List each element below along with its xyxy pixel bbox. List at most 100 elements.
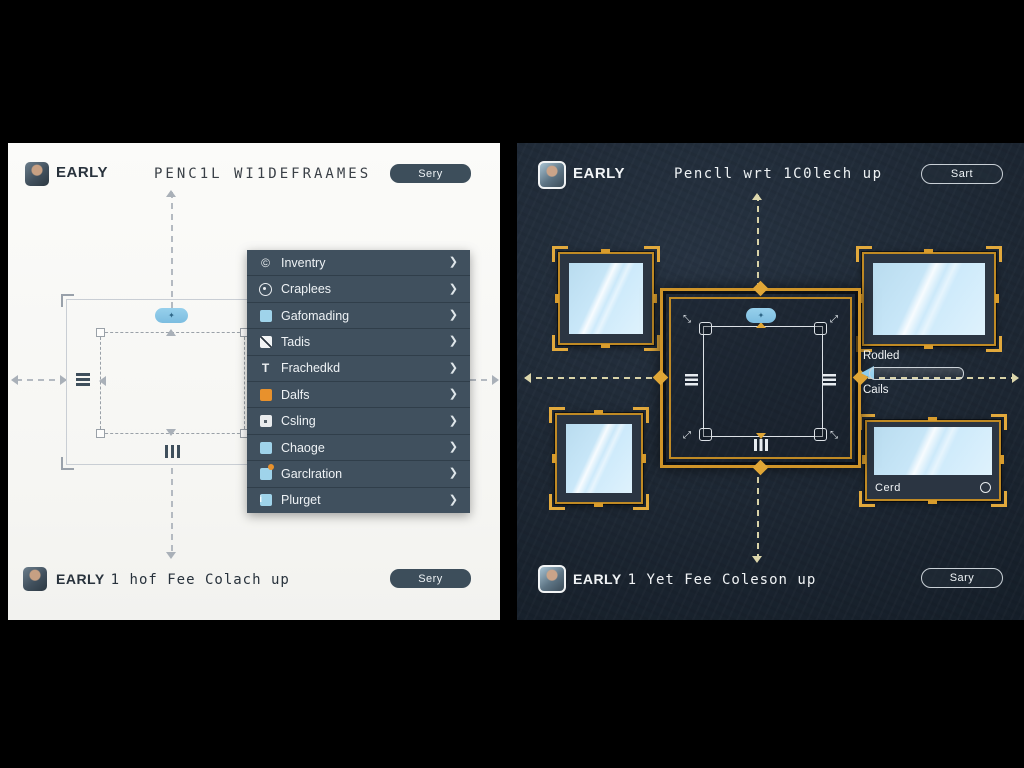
gold-tick xyxy=(642,454,646,463)
footer-brand: EARLY xyxy=(56,571,105,587)
corner-pocket xyxy=(699,322,712,335)
gold-corner-ornament xyxy=(633,407,649,423)
selected-tool-pill[interactable]: ✦ xyxy=(746,308,776,323)
chevron-right-icon xyxy=(449,416,458,427)
menu-bars-icon xyxy=(76,373,90,386)
chevron-right-icon xyxy=(449,495,458,506)
gold-tick xyxy=(928,500,937,504)
gold-corner-ornament xyxy=(552,335,568,351)
gold-corner-ornament xyxy=(549,407,565,423)
menu-item-label: Inventry xyxy=(281,255,326,270)
slider-bar[interactable] xyxy=(869,367,964,380)
gold-diamond-ornament xyxy=(752,459,769,476)
corner-bracket xyxy=(61,294,74,307)
menu-item-gafomading[interactable]: Gafomading xyxy=(247,303,470,330)
blue-square-badge-icon xyxy=(259,467,272,480)
corner-pocket xyxy=(699,428,712,441)
framed-card-bottom-right[interactable]: Cerd xyxy=(859,414,1007,507)
gold-corner-ornament xyxy=(986,336,1002,352)
gold-tick xyxy=(594,503,603,507)
vertical-guide-line xyxy=(757,466,759,558)
menu-item-csling[interactable]: Csling xyxy=(247,408,470,435)
diagonal-arrow-icon: ⤡ xyxy=(830,430,838,441)
blue-square-icon xyxy=(259,309,272,322)
resize-handle[interactable] xyxy=(96,328,105,337)
top-action-button[interactable]: Sart xyxy=(921,164,1003,184)
resize-handle[interactable] xyxy=(96,429,105,438)
selection-rectangle[interactable] xyxy=(96,328,249,438)
circle-icon[interactable] xyxy=(980,482,991,493)
letter-t-icon xyxy=(259,362,272,375)
menu-bars-icon xyxy=(823,374,836,386)
arrow-right-icon xyxy=(1012,373,1024,383)
gold-corner-ornament xyxy=(859,414,875,430)
selected-tool-pill[interactable]: ✦ xyxy=(155,308,188,323)
gold-diamond-ornament xyxy=(652,369,669,386)
framed-screen-top-right[interactable] xyxy=(856,246,1002,352)
arrow-down-icon xyxy=(752,556,762,568)
framed-screen-top-left[interactable] xyxy=(552,246,660,351)
avatar xyxy=(23,567,47,591)
wireframe-panel: EARLY PENC1L WI1DEFRAAMES Sery ✦ Inventr… xyxy=(8,143,500,620)
gold-corner-ornament xyxy=(986,246,1002,262)
slider-label-bottom: Cails xyxy=(863,384,889,396)
gold-tick xyxy=(601,249,610,253)
arrow-up-icon xyxy=(166,185,176,197)
horizontal-guide-line xyxy=(525,377,658,379)
vertical-guide-line xyxy=(171,468,173,554)
brand-logo: EARLY xyxy=(56,164,108,181)
screen-glass xyxy=(874,427,992,475)
edge-marker-icon xyxy=(756,433,766,444)
avatar xyxy=(538,161,566,189)
gold-corner-ornament xyxy=(644,246,660,262)
menu-item-label: Csling xyxy=(281,414,316,429)
footer-brand: EARLY xyxy=(573,571,622,587)
menu-item-plurget[interactable]: Plurget xyxy=(247,488,470,513)
screen-glass xyxy=(873,263,985,335)
gold-corner-ornament xyxy=(856,246,872,262)
menu-item-tadis[interactable]: Tadis xyxy=(247,329,470,356)
gold-tick xyxy=(653,294,657,303)
chevron-right-icon xyxy=(449,468,458,479)
menu-item-craplees[interactable]: Craplees xyxy=(247,276,470,303)
gold-tick xyxy=(862,455,866,464)
gold-tick xyxy=(594,410,603,414)
gold-tick xyxy=(555,294,559,303)
blue-square-icon xyxy=(259,441,272,454)
diagonal-arrow-icon: ⤢ xyxy=(830,314,838,325)
frame-inner-border xyxy=(669,297,852,459)
avatar xyxy=(538,565,566,593)
central-ornate-frame[interactable]: ⤡ ⤢ ⤢ ⤡ ✦ xyxy=(652,280,869,476)
gold-tick xyxy=(859,294,863,303)
gold-tick xyxy=(928,417,937,421)
horizontal-guide-line xyxy=(16,379,66,381)
brand-logo: EARLY xyxy=(573,165,625,182)
gold-diamond-ornament xyxy=(752,280,769,297)
chevron-right-icon xyxy=(449,257,458,268)
gold-corner-ornament xyxy=(859,491,875,507)
gold-tick xyxy=(601,344,610,348)
footer-text: 1 hof Fee Colach up xyxy=(110,572,290,588)
page-title: Pencll wrt 1C0lech up xyxy=(674,166,883,182)
arrow-down-icon xyxy=(166,552,176,564)
chevron-right-icon xyxy=(449,336,458,347)
menu-item-dalfs[interactable]: Dalfs xyxy=(247,382,470,409)
menu-bars-icon xyxy=(685,374,698,386)
gold-corner-ornament xyxy=(633,494,649,510)
menu-item-garclration[interactable]: Garclration xyxy=(247,461,470,488)
edge-marker-icon xyxy=(166,324,176,336)
footer-action-button[interactable]: Sery xyxy=(390,569,471,588)
framed-screen-bottom-left[interactable] xyxy=(549,407,649,510)
arrow-right-icon xyxy=(60,375,72,385)
menu-item-label: Frachedkd xyxy=(281,361,341,376)
horizontal-guide-line xyxy=(470,379,494,381)
gold-tick xyxy=(995,294,999,303)
menu-item-chaoge[interactable]: Chaoge xyxy=(247,435,470,462)
menu-item-frachedkd[interactable]: Frachedkd xyxy=(247,356,470,383)
mockup-panel: EARLY Pencll wrt 1C0lech up Sart xyxy=(517,143,1024,620)
card-label: Cerd xyxy=(875,482,901,494)
footer-action-button[interactable]: Sary xyxy=(921,568,1003,588)
menu-item-inventry[interactable]: Inventry xyxy=(247,250,470,277)
menu-item-label: Craplees xyxy=(281,282,332,297)
top-action-button[interactable]: Sery xyxy=(390,164,471,183)
